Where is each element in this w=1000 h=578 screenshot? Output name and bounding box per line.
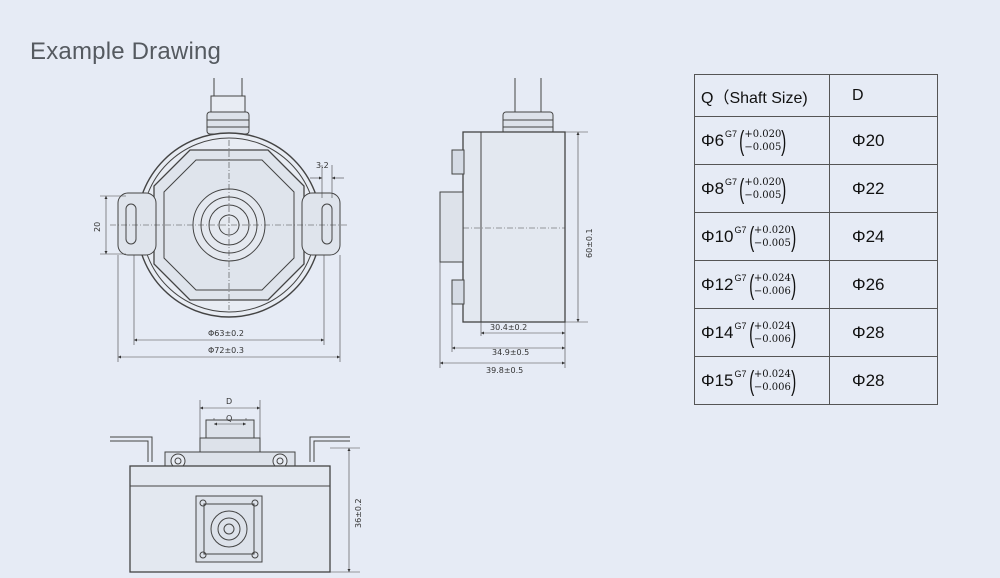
- d-value: Φ22: [829, 164, 938, 213]
- tol-lower: −0.006: [753, 381, 791, 393]
- d-value: Φ28: [829, 356, 938, 405]
- tol-lower: −0.006: [753, 333, 791, 345]
- dim-total-depth: 39.8±0.5: [486, 366, 523, 375]
- header-d: D: [829, 74, 938, 117]
- dim-bolt-circle: Φ63±0.2: [208, 329, 244, 338]
- dim-label-d: D: [226, 397, 232, 406]
- d-value: Φ26: [829, 260, 938, 309]
- shaft-size: Φ12: [701, 274, 734, 294]
- fit-grade: G7: [734, 272, 747, 283]
- shaft-size: Φ15: [701, 370, 734, 390]
- tol-upper: +0.020: [744, 176, 782, 188]
- dim-slot-height: 20: [93, 222, 102, 232]
- tol-upper: +0.020: [753, 224, 791, 236]
- tol-upper: +0.024: [753, 368, 791, 380]
- dim-body-depth: 30.4±0.2: [490, 323, 527, 332]
- shaft-size: Φ6: [701, 130, 725, 150]
- shaft-size: Φ14: [701, 322, 734, 342]
- fit-grade: G7: [725, 128, 738, 139]
- tol-upper: +0.024: [753, 272, 791, 284]
- tol-lower: −0.005: [744, 189, 782, 201]
- tol-upper: +0.024: [753, 320, 791, 332]
- fit-grade: G7: [725, 176, 738, 187]
- page-title: Example Drawing: [30, 38, 222, 65]
- fit-grade: G7: [734, 320, 747, 331]
- d-value: Φ28: [829, 308, 938, 357]
- tol-upper: +0.020: [744, 128, 782, 140]
- tol-lower: −0.005: [744, 141, 782, 153]
- d-value: Φ20: [829, 116, 938, 165]
- fit-grade: G7: [734, 224, 747, 235]
- tol-lower: −0.005: [753, 237, 791, 249]
- dim-top-depth: 36±0.2: [354, 498, 363, 528]
- side-view: [439, 78, 588, 368]
- dim-outer-diameter: Φ72±0.3: [208, 346, 244, 355]
- table-header-row: Q（Shaft Size) D: [694, 74, 938, 117]
- shaft-size: Φ10: [701, 226, 734, 246]
- dim-side-height: 60±0.1: [585, 228, 594, 258]
- dim-slot-width: 3.2: [316, 161, 329, 170]
- fit-grade: G7: [734, 368, 747, 379]
- front-view: [100, 78, 348, 362]
- top-view: [110, 400, 360, 573]
- header-q: Q（Shaft Size): [694, 74, 830, 117]
- tol-lower: −0.006: [753, 285, 791, 297]
- dim-mid-depth: 34.9±0.5: [492, 348, 529, 357]
- dim-label-q: Q: [226, 414, 232, 423]
- shaft-size: Φ8: [701, 178, 725, 198]
- d-value: Φ24: [829, 212, 938, 261]
